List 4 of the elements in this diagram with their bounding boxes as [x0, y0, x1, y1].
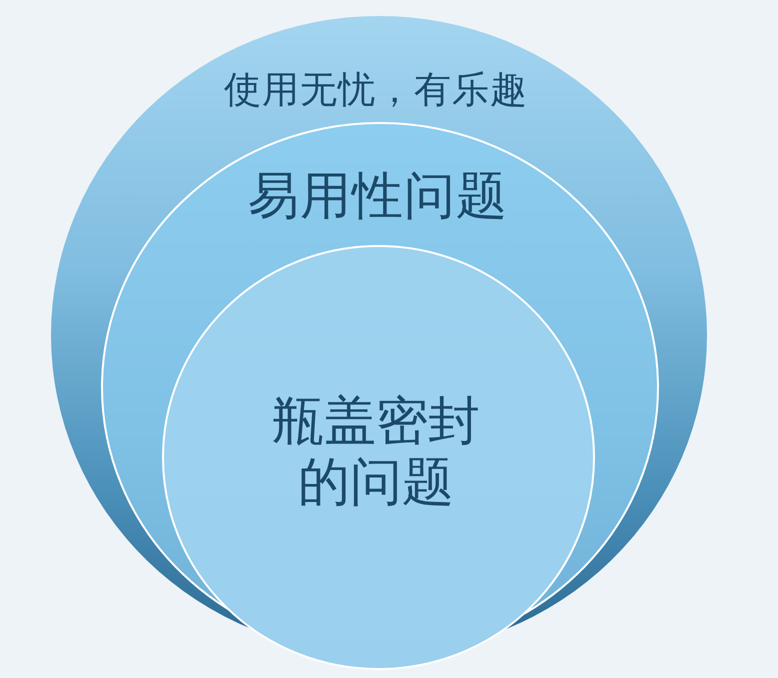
inner-circle — [162, 245, 595, 670]
circle-label: 使用无忧，有乐趣 — [224, 68, 528, 112]
circle-label: 易用性问题 — [248, 166, 508, 228]
circle-label: 瓶盖密封的问题 — [271, 392, 481, 514]
